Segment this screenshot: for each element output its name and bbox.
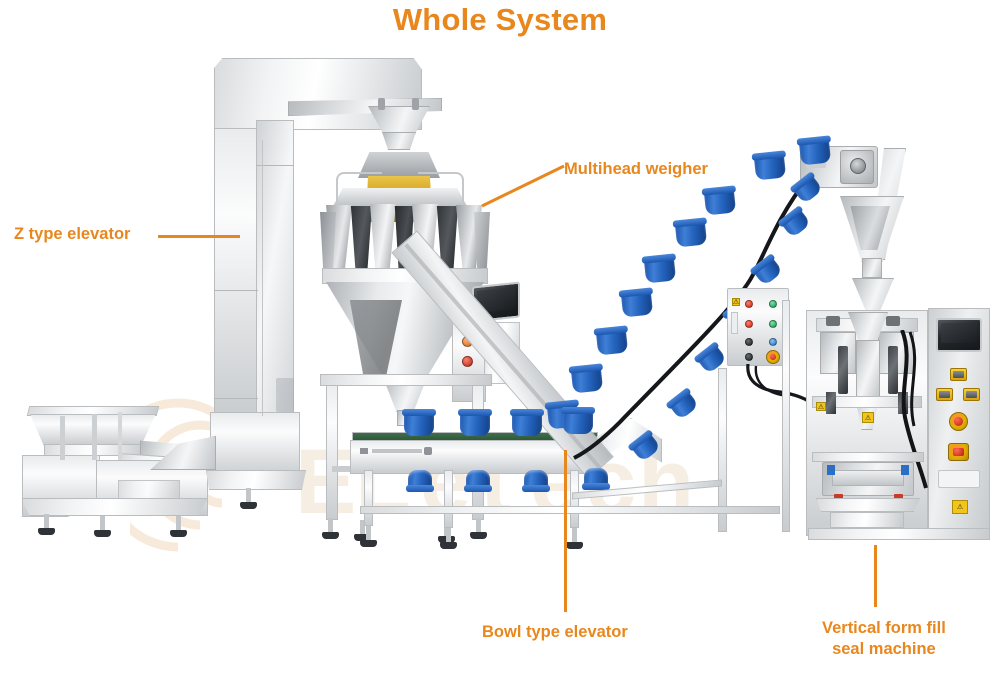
elevator-bucket: [582, 468, 610, 490]
callout-vffs-machine: Vertical form fill seal machine: [822, 619, 946, 658]
elevator-bucket: [464, 470, 492, 492]
elevator-bucket: [522, 470, 550, 492]
elevator-bucket: [798, 138, 832, 166]
vffs-stop-button[interactable]: [948, 443, 969, 461]
caster-wheel: [908, 538, 923, 555]
elevator-bucket: [753, 153, 787, 181]
callout-z-type-elevator: Z type elevator: [14, 225, 131, 243]
caster-wheel: [816, 538, 831, 555]
elevator-bucket: [703, 188, 737, 216]
vffs-touchscreen[interactable]: [936, 318, 982, 352]
elevator-bucket: [620, 290, 654, 318]
vffs-emergency-stop[interactable]: [949, 412, 968, 431]
elevator-bucket: [643, 256, 677, 284]
weigher-button-2[interactable]: [462, 356, 473, 367]
elevator-bucket: [406, 470, 434, 492]
control-button-4[interactable]: [769, 320, 777, 328]
vffs-warning-label-icon: [952, 500, 968, 514]
elevator-bucket: [510, 409, 544, 436]
control-button-2[interactable]: [769, 300, 777, 308]
elevator-bucket: [595, 328, 629, 356]
elevator-bucket: [402, 409, 436, 436]
control-button-5[interactable]: [745, 338, 753, 346]
vffs-button-1[interactable]: [950, 368, 967, 381]
control-button-6[interactable]: [769, 338, 777, 346]
vffs-button-3[interactable]: [963, 388, 980, 401]
leader-line-multihead-weigher: [481, 164, 565, 208]
elevator-bucket: [561, 407, 595, 434]
elevator-cable: [573, 176, 810, 460]
vffs-button-2[interactable]: [936, 388, 953, 401]
elevator-bucket: [674, 220, 708, 248]
control-button-3[interactable]: [745, 320, 753, 328]
warning-label-icon: [732, 298, 740, 306]
emergency-stop-button[interactable]: [766, 350, 780, 364]
control-button-7[interactable]: [745, 353, 753, 361]
page-title: Whole System: [392, 2, 608, 37]
callout-bowl-type-elevator: Bowl type elevator: [482, 623, 628, 641]
elevator-bucket: [458, 409, 492, 436]
control-button-1[interactable]: [745, 300, 753, 308]
elevator-bucket: [570, 366, 604, 394]
leader-line-z-type-elevator: [158, 235, 240, 238]
caster-wheel: [118, 515, 133, 532]
caster-wheel: [962, 538, 977, 555]
callout-multihead-weigher: Multihead weigher: [564, 160, 708, 178]
leader-line-bowl-type-elevator: [564, 450, 567, 612]
leader-line-vffs-machine: [874, 545, 877, 607]
